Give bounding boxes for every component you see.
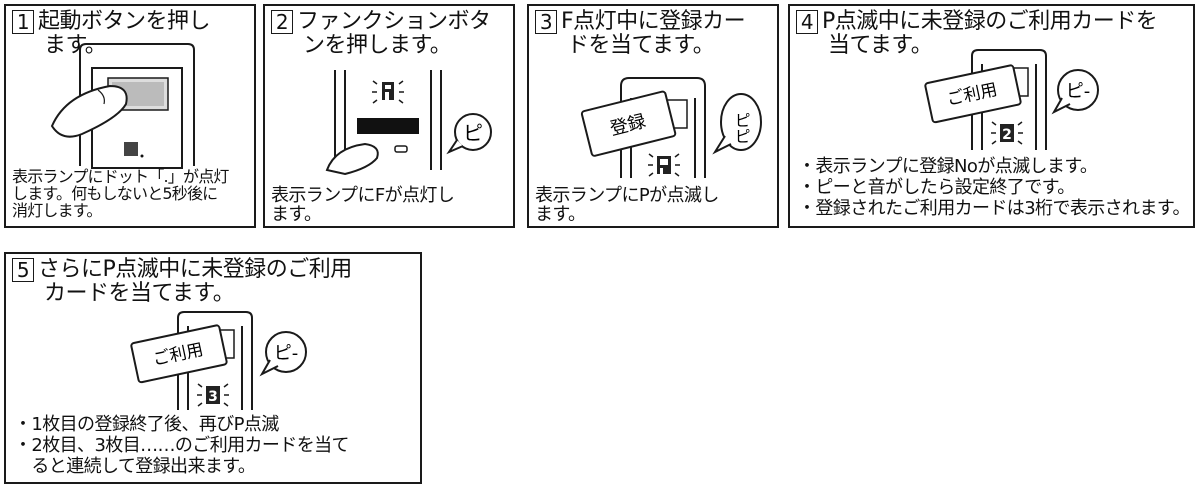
sound-text: ピ- [274, 343, 299, 364]
step-2-caption: 表示ランプにFが点灯し ます。 [271, 185, 455, 225]
sound-text: ピピ [732, 112, 751, 144]
display-number: 2 [1002, 127, 1012, 143]
sound-text: ピ [463, 121, 483, 145]
device-additional-card-illustration: ご利用 3 ピ- [130, 311, 307, 410]
display-number: 3 [208, 389, 218, 405]
step-5-notes: ・1枚目の登録終了後、再びP点滅 ・2枚目、3枚目……のご利用カードを当て ると… [14, 414, 350, 477]
device-register-card-illustration: 登録 ピピ [580, 77, 762, 178]
device-use-card-illustration: ご利用 2 ピ- [924, 49, 1099, 150]
sound-text: ピ- [1066, 81, 1091, 102]
step-1-caption: 表示ランプにドット「.」が点灯 します。何もしないと5秒後に 消灯します。 [12, 167, 229, 220]
step-4-notes: ・表示ランプに登録Noが点滅します。 ・ピーと音がしたら設定終了です。 ・登録さ… [798, 156, 1190, 219]
device-function-button-illustration: ピ [325, 70, 492, 176]
step-3-caption: 表示ランプにPが点滅し ます。 [535, 185, 719, 225]
device-press-button-illustration [50, 43, 195, 169]
